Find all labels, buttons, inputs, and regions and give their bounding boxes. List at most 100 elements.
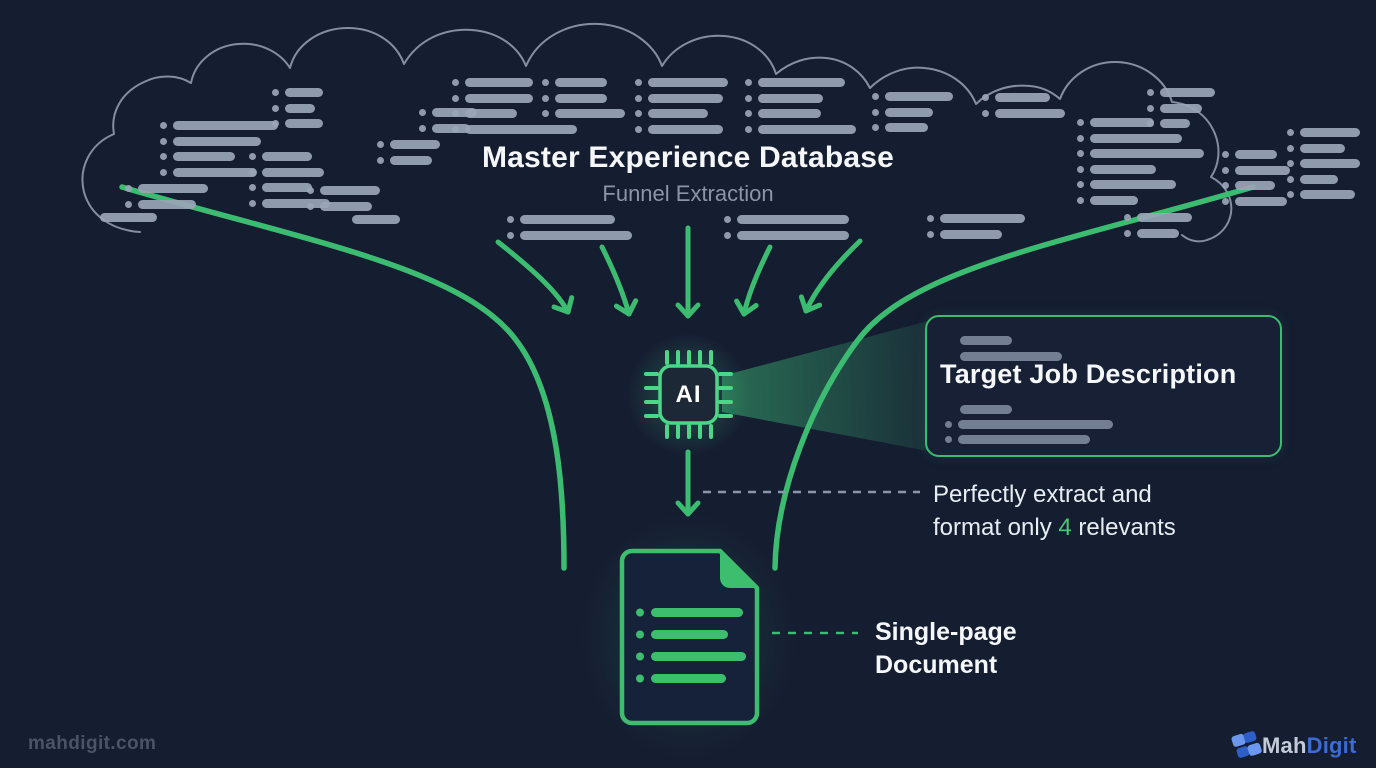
skeleton-text-line xyxy=(1090,180,1176,189)
skeleton-bullet-dot xyxy=(507,231,514,239)
skeleton-bullet-dot xyxy=(249,184,256,191)
funnel-left-curve xyxy=(119,184,567,571)
skeleton-text-line xyxy=(1300,190,1355,199)
skeleton-bullet-dot xyxy=(160,137,167,145)
site-credit: mahdigit.com xyxy=(28,733,157,754)
skeleton-bullet-dot xyxy=(307,202,314,210)
skeleton-text-line xyxy=(262,183,312,192)
skeleton-text-line xyxy=(173,152,235,161)
skeleton-text-line xyxy=(555,78,607,87)
skeleton-text-line xyxy=(885,107,933,117)
skeleton-text-line xyxy=(958,420,1113,429)
skeleton-bullet-dot xyxy=(745,125,752,133)
skeleton-bullet-dot xyxy=(125,185,132,192)
skeleton-text-line xyxy=(1300,174,1338,184)
skeleton-text-line xyxy=(555,109,625,118)
skeleton-text-line xyxy=(432,123,470,133)
skeleton-text-line xyxy=(1235,150,1277,159)
cloud-outline-icon xyxy=(81,22,1233,243)
skeleton-text-line xyxy=(648,109,708,118)
skeleton-bullet-dot xyxy=(452,94,459,102)
skeleton-bullet-dot xyxy=(507,216,514,223)
skeleton-bullet-dot xyxy=(160,168,167,176)
skeleton-text-line xyxy=(173,167,257,177)
skeleton-text-line xyxy=(885,123,928,132)
skeleton-text-line xyxy=(958,435,1090,444)
skeleton-bullet-dot xyxy=(1124,214,1131,221)
cloud-subtitle: Funnel Extraction xyxy=(602,181,774,206)
skeleton-bullet-dot xyxy=(307,187,314,194)
skeleton-bullet-dot xyxy=(945,436,952,443)
skeleton-text-line xyxy=(173,136,261,146)
skeleton-text-line xyxy=(520,230,632,240)
skeleton-bullet-dot xyxy=(927,230,934,238)
skeleton-text-line xyxy=(758,109,821,118)
skeleton-text-line xyxy=(1137,228,1179,238)
skeleton-text-line xyxy=(758,124,856,134)
brand-name-blue: Digit xyxy=(1306,733,1357,758)
cloud-title: Master Experience Database xyxy=(481,141,895,174)
skeleton-bullet-dot xyxy=(635,110,642,117)
skeleton-text-line xyxy=(648,78,728,87)
skeleton-text-line xyxy=(758,93,823,103)
document-line-bullet xyxy=(636,608,644,617)
skeleton-bullet-dot xyxy=(872,108,879,116)
skeleton-bullet-dot xyxy=(982,94,989,101)
document-text-line xyxy=(651,608,743,617)
skeleton-text-line xyxy=(352,215,400,224)
skeleton-text-line xyxy=(390,140,440,149)
extract-note-number: 4 xyxy=(1058,514,1072,541)
skeleton-text-line xyxy=(940,229,1002,239)
flow-arrow-1 xyxy=(495,239,575,315)
skeleton-bullet-dot xyxy=(1222,151,1229,158)
document-label-line2: Document xyxy=(875,651,998,679)
skeleton-text-line xyxy=(520,215,615,224)
skeleton-text-line xyxy=(1235,196,1287,206)
skeleton-text-line xyxy=(737,230,849,240)
skeleton-text-line xyxy=(1160,119,1190,128)
skeleton-text-line xyxy=(1090,164,1156,174)
document-text-line xyxy=(651,674,726,683)
skeleton-bullet-dot xyxy=(1077,165,1084,173)
skeleton-text-line xyxy=(390,155,432,165)
skeleton-bullet-dot xyxy=(160,122,167,129)
skeleton-text-line xyxy=(1160,88,1215,97)
skeleton-text-line xyxy=(1090,118,1154,127)
skeleton-text-line xyxy=(1137,213,1192,222)
skeleton-text-line xyxy=(555,93,607,103)
document-line-bullet xyxy=(636,652,644,661)
brand-name-gray: Mah xyxy=(1262,733,1307,758)
flow-arrow-4 xyxy=(734,244,773,317)
skeleton-bullet-dot xyxy=(249,153,256,160)
skeleton-text-line xyxy=(995,93,1050,102)
document-line-bullet xyxy=(636,674,644,683)
skeleton-text-line xyxy=(285,88,323,97)
skeleton-text-line xyxy=(1300,128,1360,137)
skeleton-bullet-dot xyxy=(1222,197,1229,205)
skeleton-bullet-dot xyxy=(1077,150,1084,157)
skeleton-text-line xyxy=(173,121,278,130)
skeleton-text-line xyxy=(262,152,312,161)
extract-note-line2-post: relevants xyxy=(1071,514,1176,541)
skeleton-text-line xyxy=(285,103,315,113)
document-text-lines xyxy=(636,608,746,683)
skeleton-bullet-dot xyxy=(635,125,642,133)
skeleton-bullet-dot xyxy=(1287,129,1294,136)
skeleton-bullet-dot xyxy=(1124,229,1131,237)
skeleton-bullet-dot xyxy=(1287,191,1294,198)
skeleton-text-line xyxy=(465,109,517,118)
extract-note-line1: Perfectly extract and xyxy=(933,481,1152,508)
skeleton-bullet-dot xyxy=(635,79,642,86)
skeleton-bullet-dot xyxy=(982,109,989,117)
skeleton-text-line xyxy=(1235,165,1290,175)
skeleton-text-line xyxy=(995,108,1065,118)
target-job-description-box xyxy=(925,315,1282,457)
skeleton-bullet-dot xyxy=(249,168,256,176)
extract-note-line2-pre: format only xyxy=(933,514,1059,541)
skeleton-bullet-dot xyxy=(272,104,279,112)
skeleton-bullet-dot xyxy=(160,153,167,160)
skeleton-text-line xyxy=(885,92,953,101)
skeleton-text-line xyxy=(138,199,196,209)
skeleton-text-line xyxy=(138,184,208,193)
